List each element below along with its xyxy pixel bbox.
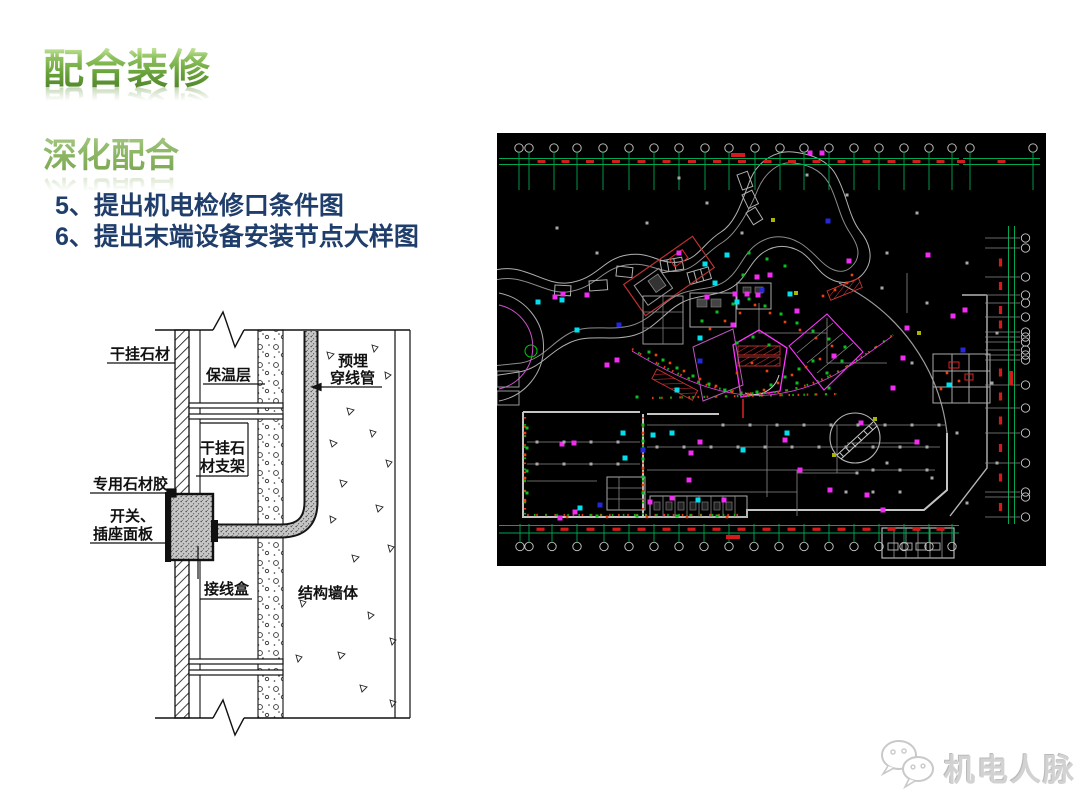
cad-device-markers (523, 150, 999, 521)
label-bracket-2: 材支架 (200, 457, 245, 475)
page-title: 配合装修 (43, 46, 211, 92)
cad-floor-plan (497, 133, 1046, 566)
detail-leader-lines (90, 362, 382, 600)
switch-box (165, 492, 218, 562)
embedded-conduit (214, 331, 319, 539)
label-bracket-1: 干挂石 (200, 439, 245, 457)
right-room-cluster (932, 353, 991, 404)
label-glue: 专用石材胶 (93, 475, 168, 493)
label-structural-wall: 结构墙体 (298, 584, 359, 602)
label-junction-box: 接线盒 (204, 580, 250, 598)
label-conduit-2: 穿线管 (330, 369, 375, 387)
watermark-text: 机电人脉 (944, 752, 1076, 788)
label-switch-2: 插座面板 (93, 525, 154, 543)
escalator-circle (829, 412, 881, 464)
stone-brackets (188, 402, 284, 676)
bullet-list: 5、提出机电检修口条件图 6、提出末端设备安装节点大样图 (55, 191, 419, 253)
bullet-item-6: 6、提出末端设备安装节点大样图 (55, 223, 419, 251)
label-insulation: 保温层 (205, 366, 251, 384)
plaza-arcs (497, 292, 744, 418)
label-stone: 干挂石材 (110, 345, 170, 363)
wechat-bubbles-icon (880, 740, 934, 790)
central-cluster (642, 277, 864, 402)
label-switch-1: 开关、 (110, 507, 155, 525)
label-conduit-1: 预埋 (338, 353, 368, 370)
bullet-item-5: 5、提出机电检修口条件图 (55, 192, 344, 220)
tilted-annex (622, 235, 716, 317)
watermark: 机电人脉 (876, 736, 1076, 792)
section-subtitle: 深化配合 (43, 128, 179, 177)
structural-wall (295, 330, 411, 718)
wall-detail-figure: 干挂石材 保温层 预埋 穿线管 干挂石 材支架 专用石材胶 开关、 插座面板 接… (90, 310, 411, 737)
cad-grid-layer (499, 143, 1040, 552)
wall-speckles (523, 334, 894, 517)
